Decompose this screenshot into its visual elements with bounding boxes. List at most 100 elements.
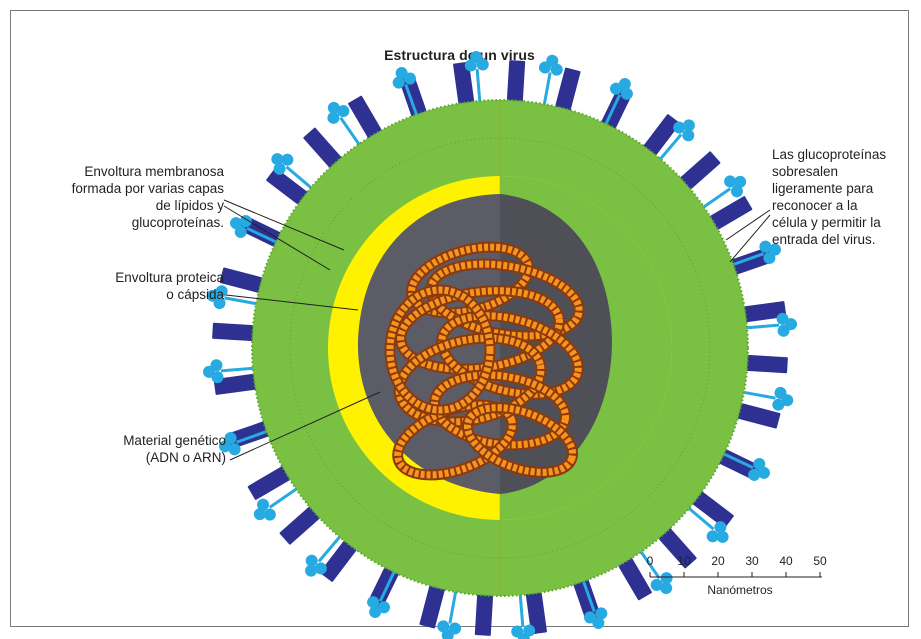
- label-line: Envoltura proteica: [115, 270, 224, 285]
- light-spike: [219, 428, 273, 456]
- scale-tick-label: 10: [677, 554, 691, 568]
- light-spike-head: [748, 468, 761, 481]
- light-spike: [683, 503, 729, 543]
- light-spike-stalk: [448, 585, 459, 624]
- light-spike-head: [682, 119, 695, 132]
- scale-tick-label: 40: [779, 554, 793, 568]
- light-spike: [636, 546, 673, 595]
- leader-line-glycoprotein-1: [725, 209, 771, 241]
- scale-tick-label: 50: [813, 554, 827, 568]
- light-spike-stalk: [698, 187, 732, 212]
- light-spike: [437, 585, 462, 639]
- light-spike-head: [753, 458, 766, 471]
- light-spike-stalk: [683, 503, 715, 531]
- label-line: ligeramente para: [772, 181, 874, 196]
- light-spike-head: [202, 365, 215, 378]
- light-spike-stalk: [718, 450, 754, 470]
- light-spike-stalk: [378, 566, 398, 602]
- label-line: célula y permitir la: [772, 215, 881, 230]
- light-spike-head: [730, 185, 743, 198]
- light-spike: [464, 50, 489, 107]
- light-spike-stalk: [220, 366, 259, 373]
- light-spike-head: [610, 82, 623, 95]
- label-line: Las glucoproteínas: [772, 147, 887, 162]
- light-spike-stalk: [339, 116, 364, 150]
- light-spike-stalk: [475, 68, 482, 107]
- light-spike: [392, 67, 420, 121]
- rna-coil: [438, 312, 582, 398]
- light-spike: [580, 575, 608, 629]
- light-spike-head: [592, 616, 605, 629]
- membrane-texture-inner: [289, 137, 711, 559]
- light-spike: [718, 450, 770, 481]
- light-spike-head: [768, 243, 781, 256]
- light-spike-head: [305, 564, 318, 577]
- light-spike: [698, 175, 747, 212]
- light-spike-stalk: [404, 83, 420, 121]
- light-spike: [327, 101, 364, 150]
- light-spike-head: [714, 521, 727, 534]
- label-line: reconocer a la: [772, 198, 858, 213]
- light-spike-head: [706, 530, 719, 543]
- scale-tick-label: 0: [646, 554, 654, 568]
- genetic-material-coil: [384, 241, 585, 481]
- light-spike-head: [257, 498, 270, 511]
- light-spike-head: [314, 562, 327, 575]
- light-spike-head: [772, 398, 785, 411]
- rna-coil: [430, 371, 570, 449]
- light-spike: [367, 566, 398, 618]
- light-spike-head: [337, 105, 350, 118]
- scale-tick-label: 20: [711, 554, 725, 568]
- light-spike-head: [550, 63, 563, 76]
- light-spike-head: [757, 466, 770, 479]
- light-spike-head: [367, 596, 380, 609]
- light-spike-head: [724, 175, 737, 188]
- light-spike: [305, 531, 345, 577]
- light-spike-head: [660, 582, 673, 595]
- leader-line-membrane: [223, 199, 345, 251]
- label-envoltura-proteica: Envoltura proteica o cápsida: [60, 269, 224, 303]
- light-spike-head: [441, 629, 454, 639]
- light-spike-stalk: [224, 296, 263, 307]
- label-line: Material genético: [123, 433, 226, 448]
- label-line: o cápsida: [166, 287, 224, 302]
- light-spike: [655, 119, 695, 165]
- scale-tick-group: [649, 572, 821, 577]
- light-spike-head: [327, 101, 340, 114]
- label-glucoproteinas: Las glucoproteínas sobresalen ligerament…: [772, 146, 906, 248]
- rna-coil: [395, 334, 545, 426]
- light-spike: [206, 285, 263, 310]
- rna-coil: [397, 287, 563, 373]
- leader-line-membrane-2: [223, 205, 331, 271]
- light-spike-head: [273, 162, 286, 175]
- light-spike-head: [660, 572, 673, 585]
- label-line: (ADN o ARN): [145, 450, 226, 465]
- label-line: Envoltura membranosa: [84, 164, 224, 179]
- light-spike-head: [230, 217, 243, 230]
- light-spike: [602, 78, 633, 130]
- label-line: entrada del virus.: [772, 232, 876, 247]
- leader-line-glycoprotein-2: [729, 214, 771, 263]
- label-material-genetico: Material genético (ADN o ARN): [60, 432, 226, 466]
- light-spike-head: [682, 129, 695, 142]
- light-spike-head: [253, 508, 266, 521]
- scale-unit-label: Nanómetros: [707, 583, 773, 597]
- light-spike-head: [595, 607, 608, 620]
- light-spike-head: [281, 153, 294, 166]
- light-spike-stalk: [655, 133, 683, 165]
- label-line: formada por varias capas: [71, 181, 224, 196]
- leader-line-capsid: [225, 294, 359, 311]
- light-spike-head: [271, 153, 284, 166]
- light-spike-head: [234, 225, 247, 238]
- leader-lines: [223, 199, 771, 461]
- light-spike-stalk: [602, 94, 622, 130]
- light-spike-head: [470, 50, 483, 63]
- scale-tick-label: 30: [745, 554, 759, 568]
- light-spike: [202, 359, 259, 384]
- light-spike-head: [239, 215, 252, 228]
- light-spike-head: [437, 620, 450, 633]
- figure-title: Estructura de un virus: [384, 47, 535, 63]
- scale-bar: [649, 572, 822, 578]
- light-spike-head: [228, 443, 241, 456]
